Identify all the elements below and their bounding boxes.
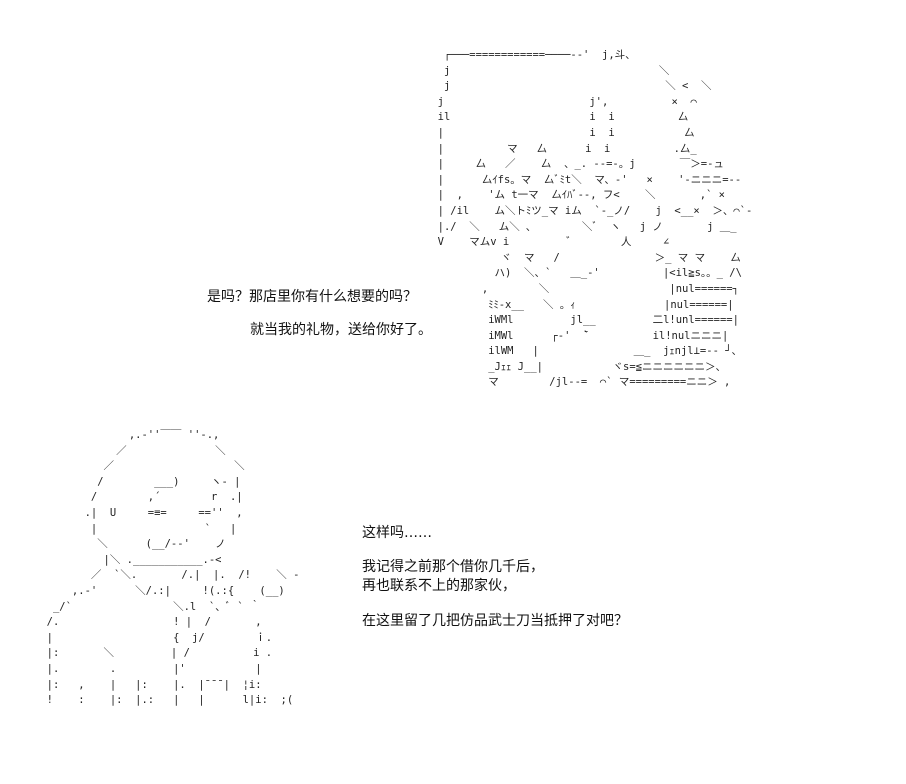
man-ascii-art: ,.-''￣￣ ''‐., ／ ＼ ／ ＼ / ___) ヽ- | / ,´ r… (46, 429, 300, 707)
dialogue-line-gift: 就当我的礼物，送给你好了。 (250, 322, 432, 338)
dialogue-line-recall: 我记得之前那个借你几千后， (362, 559, 544, 575)
dialogue-line-reply: 这样吗…… (362, 525, 432, 541)
dialogue-line-offer: 是吗？那店里你有什么想要的吗？ (207, 289, 417, 305)
shopkeeper-ascii-art: ┌───============────--' j,斗、 j ＼ j ＼ < ＼… (437, 49, 753, 389)
dialogue-line-swords: 在这里留了几把仿品武士刀当抵押了对吧？ (362, 613, 628, 629)
dialogue-line-guy: 再也联系不上的那家伙， (362, 578, 516, 594)
